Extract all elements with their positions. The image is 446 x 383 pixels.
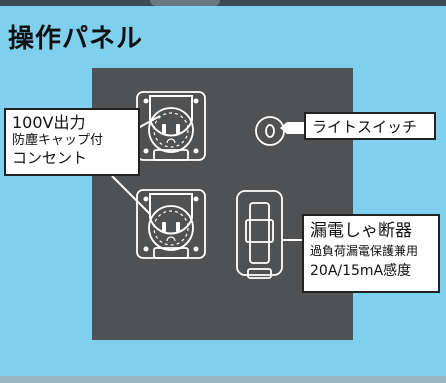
bottom-strip [0,376,446,383]
light-switch-label: ライトスイッチ [304,112,436,140]
outlet-label-line2: 防塵キャップ付 [12,133,104,148]
leakage-breaker [236,190,283,279]
breaker-label: 漏電しゃ断器 過負荷漏電保護兼用 20A/15mA感度 [302,214,440,293]
breaker-label-line2: 過負荷漏電保護兼用 [310,244,419,258]
outlet-label-line3: コンセント [12,149,88,167]
outlet-label: 100V出力 防塵キャップ付 コンセント [4,108,140,176]
breaker-label-line3: 20A/15mA感度 [310,263,412,279]
leader-lines [111,115,304,241]
outlet-label-line1: 100V出力 [12,113,86,132]
outlet-lower [136,189,206,259]
outlet-upper [136,91,206,161]
panel-title: 操作パネル [8,24,144,54]
light-switch [255,116,285,146]
breaker-label-line1: 漏電しゃ断器 [310,221,412,241]
top-strip [0,0,446,6]
